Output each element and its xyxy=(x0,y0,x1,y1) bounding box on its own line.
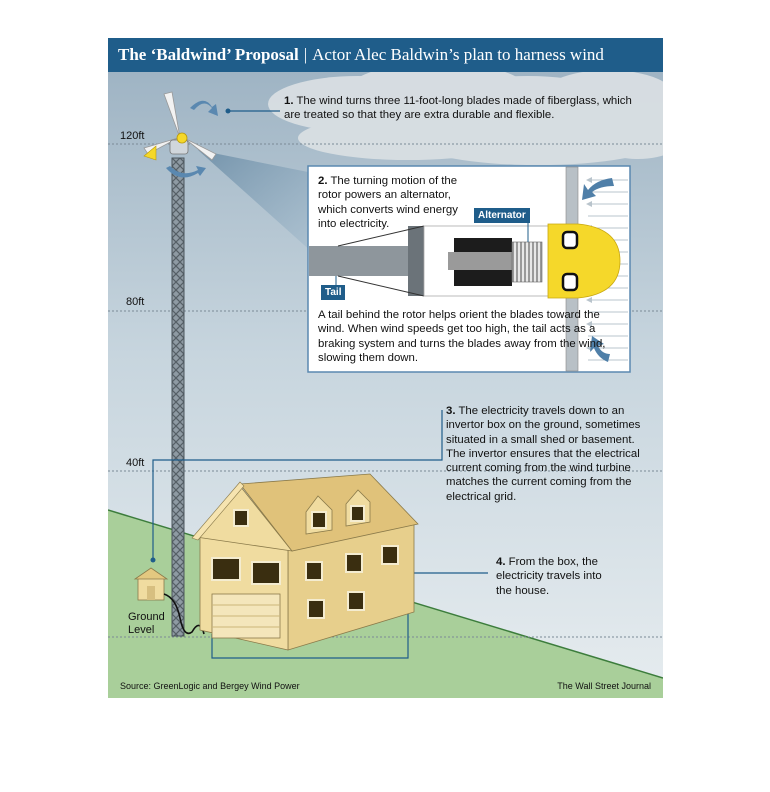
step-1-body: The wind turns three 11-foot-long blades… xyxy=(284,95,632,122)
step-2-body: The turning motion of the rotor powers a… xyxy=(318,175,458,230)
title-separator: | xyxy=(303,45,308,64)
height-label-120: 120ft xyxy=(120,130,145,142)
step-4-number: 4. xyxy=(496,556,506,568)
rotation-arrow-icon xyxy=(166,100,218,178)
step-1-text: 1. The wind turns three 11-foot-long bla… xyxy=(284,94,636,123)
credit-note: The Wall Street Journal xyxy=(557,681,651,691)
page-title: The ‘Baldwind’ Proposal|Actor Alec Baldw… xyxy=(108,38,663,72)
title-rest: Actor Alec Baldwin’s plan to harness win… xyxy=(312,45,604,64)
wind-direction-arrow-icon xyxy=(582,178,614,362)
infographic-panel: The ‘Baldwind’ Proposal|Actor Alec Baldw… xyxy=(108,38,663,698)
tail-description: A tail behind the rotor helps orient the… xyxy=(318,309,606,364)
zoom-beam xyxy=(198,150,313,253)
step-3-text: 3. The electricity travels down to an in… xyxy=(446,404,646,504)
step-1-number: 1. xyxy=(284,95,294,107)
source-note: Source: GreenLogic and Bergey Wind Power xyxy=(120,681,300,691)
diagram-artwork xyxy=(108,62,663,698)
power-wire xyxy=(163,593,205,635)
alternator-label: Alternator xyxy=(474,208,530,223)
tail-label: Tail xyxy=(321,285,346,300)
ground-label-line1: Ground xyxy=(128,611,165,623)
step-3-number: 3. xyxy=(446,405,456,417)
wind-turbine xyxy=(143,91,217,161)
house xyxy=(191,473,419,651)
ground-level-label: Ground Level xyxy=(128,611,165,637)
ground-label-line2: Level xyxy=(128,624,155,636)
invertor-shed xyxy=(133,567,169,601)
step-4-text: 4. From the box, the electricity travels… xyxy=(496,555,614,598)
step-2-text: 2. The turning motion of the rotor power… xyxy=(318,174,478,231)
cloud xyxy=(268,62,663,165)
rotor-hub xyxy=(547,223,621,299)
alternator-coil xyxy=(511,241,543,283)
height-label-40: 40ft xyxy=(126,457,145,469)
tail-boom xyxy=(309,246,414,276)
step-3-body: The electricity travels down to an inver… xyxy=(446,405,641,503)
height-label-80: 80ft xyxy=(126,296,145,308)
lattice-tower xyxy=(171,157,185,637)
step-2-number: 2. xyxy=(318,175,328,187)
title-bold: The ‘Baldwind’ Proposal xyxy=(118,45,299,64)
step-4-body: From the box, the electricity travels in… xyxy=(496,556,602,597)
